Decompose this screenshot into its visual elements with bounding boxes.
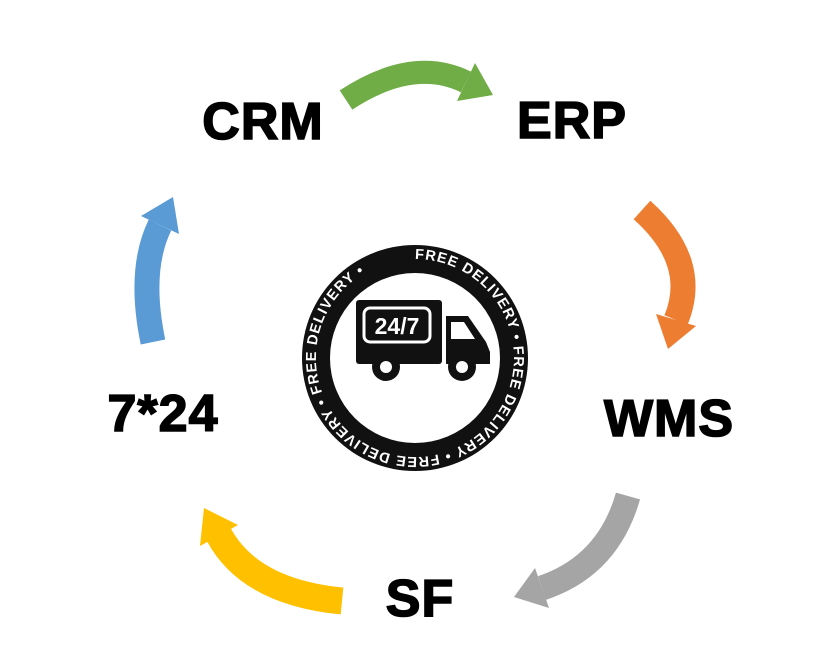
arrow-erp-to-wms-body xyxy=(633,200,696,325)
delivery-truck-icon: 24/7 xyxy=(356,300,490,381)
truck-front-hub xyxy=(456,361,468,373)
arrow-724-to-crm xyxy=(134,197,179,345)
node-label-erp: ERP xyxy=(516,91,627,151)
arrow-erp-to-wms xyxy=(633,200,696,349)
node-label-sf: SF xyxy=(385,569,455,629)
truck-plate-label: 24/7 xyxy=(375,313,420,339)
arrow-sf-to-724 xyxy=(200,508,344,615)
truck-plate-border xyxy=(362,306,432,344)
arrow-erp-to-wms-head-icon xyxy=(656,314,696,349)
arrow-wms-to-sf-head-icon xyxy=(514,568,549,608)
arrow-sf-to-724-head-icon xyxy=(200,508,238,546)
arrow-wms-to-sf xyxy=(514,492,641,608)
truck-window xyxy=(451,322,475,339)
arrow-724-to-crm-head-icon xyxy=(141,197,179,234)
free-delivery-badge: FREE DELIVERY • FREE DELIVERY • FREE DEL… xyxy=(302,245,528,471)
arrow-wms-to-sf-body xyxy=(537,492,641,600)
truck-cargo-box xyxy=(356,300,442,364)
arrow-crm-to-erp xyxy=(339,60,493,110)
arrow-sf-to-724-body xyxy=(207,528,344,615)
arrow-724-to-crm-body xyxy=(134,219,172,345)
node-label-wms: WMS xyxy=(603,389,735,449)
node-label-7x24: 7*24 xyxy=(107,384,219,444)
arrow-crm-to-erp-body xyxy=(339,60,472,110)
node-label-crm: CRM xyxy=(201,92,324,152)
truck-rear-hub xyxy=(380,361,392,373)
arrow-crm-to-erp-head-icon xyxy=(457,63,493,101)
